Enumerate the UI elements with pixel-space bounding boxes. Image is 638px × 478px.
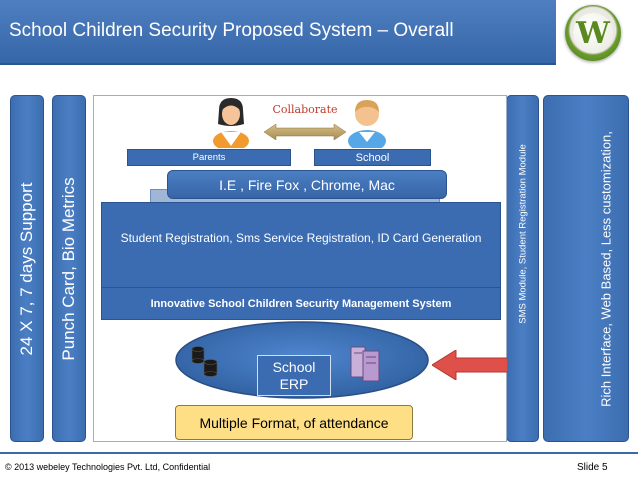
punch-card-bar-label: Punch Card, Bio Metrics <box>59 176 78 361</box>
server-icon <box>350 346 380 382</box>
slide-title: School Children Security Proposed System… <box>9 20 454 41</box>
webeley-logo-icon: W <box>565 5 621 61</box>
rich-interface-bar-label: Rich Interface, Web Based, Less customiz… <box>598 130 614 407</box>
slide-header <box>0 0 556 65</box>
left-arrow-icon <box>432 350 508 380</box>
school-erp-box: School ERP <box>257 355 331 396</box>
rich-interface-bar: Rich Interface, Web Based, Less customiz… <box>543 95 629 442</box>
school-erp-label: School ERP <box>272 358 316 392</box>
logo-letter: W <box>573 13 613 53</box>
school-label: School <box>314 149 431 166</box>
attendance-box: Multiple Format, of attendance <box>175 405 413 440</box>
browsers-box: I.E , Fire Fox , Chrome, Mac <box>167 170 447 199</box>
sms-module-bar: SMS Module, Student Registration Module <box>506 95 539 442</box>
collaborate-arrow-icon <box>264 124 346 140</box>
services-text: Student Registration, Sms Service Regist… <box>120 231 482 245</box>
services-box: Student Registration, Sms Service Regist… <box>101 202 501 288</box>
school-person-icon <box>348 100 386 148</box>
parents-label: Parents <box>127 149 291 166</box>
sms-module-bar-label: SMS Module, Student Registration Module <box>517 144 528 324</box>
database-icon <box>191 346 218 377</box>
footer-slide-number: Slide 5 <box>577 462 608 473</box>
footer-copyright: © 2013 webeley Technologies Pvt. Ltd, Co… <box>5 462 211 472</box>
support-bar-label: 24 X 7, 7 days Support <box>17 182 36 355</box>
punch-card-bar: Punch Card, Bio Metrics <box>52 95 86 442</box>
support-bar: 24 X 7, 7 days Support <box>10 95 44 442</box>
system-name-box: Innovative School Children Security Mana… <box>101 287 501 320</box>
parent-person-icon <box>213 98 249 148</box>
collaborate-label: Collaborate <box>272 103 338 116</box>
footer-divider <box>0 452 638 454</box>
